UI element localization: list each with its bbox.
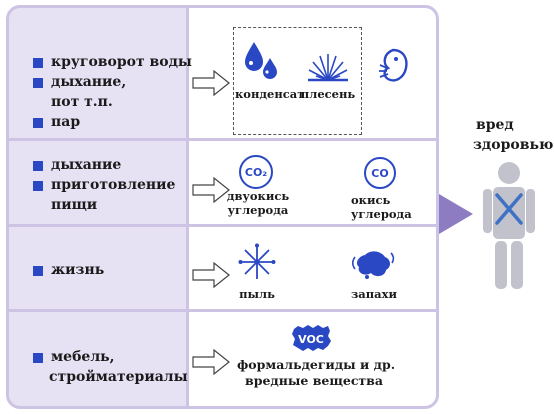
- health-harm-label: вред здоровью: [473, 117, 554, 153]
- row-materials: мебель, стройматериалы VOC формальдегиды…: [9, 312, 436, 406]
- source-item: пар: [51, 114, 81, 130]
- moisture-group-outline: [233, 27, 362, 135]
- bullet-marker: [33, 118, 43, 128]
- voc-icon: VOC: [292, 325, 331, 351]
- co2-label: CO₂: [244, 165, 268, 179]
- icon-caption: окись углерода: [351, 193, 412, 221]
- icon-caption: плесень: [300, 87, 356, 101]
- mold-icon: [308, 54, 348, 82]
- bullet-marker: [33, 266, 43, 276]
- bullet-marker: [33, 181, 43, 191]
- icon-caption: формальдегиды и др. вредные вещества: [237, 357, 396, 388]
- co-icon: CO: [364, 157, 396, 189]
- icon-caption: конденсат: [235, 87, 305, 101]
- dust-mite-icon: [379, 48, 408, 82]
- arrow-right-icon: [192, 70, 230, 96]
- source-item: круговорот воды: [51, 54, 192, 70]
- co2-icon: CO₂: [239, 155, 273, 189]
- person-icon: [483, 162, 535, 289]
- source-item: мебель,: [51, 349, 115, 365]
- arrow-right-icon: [192, 262, 230, 288]
- sources-panel: круговорот воды дыхание, пот т.п. пар ко…: [6, 5, 439, 409]
- source-item: жизнь: [51, 262, 105, 278]
- source-item: стройматериалы: [49, 369, 188, 385]
- source-item: пот т.п.: [51, 94, 113, 110]
- source-item: приготовление: [51, 177, 176, 193]
- row-living: жизнь пыль запахи: [9, 227, 436, 309]
- big-arrow-right-icon: [439, 194, 473, 234]
- co-label: CO: [371, 166, 389, 180]
- row-moisture: круговорот воды дыхание, пот т.п. пар ко…: [9, 8, 436, 138]
- source-item: пищи: [51, 197, 98, 213]
- cross-icon: [495, 193, 523, 225]
- arrow-right-icon: [192, 177, 230, 203]
- source-item: дыхание,: [51, 74, 127, 90]
- icon-caption: пыль: [239, 287, 275, 301]
- bullet-marker: [33, 161, 43, 171]
- odor-icon: [351, 251, 395, 279]
- bullet-marker: [33, 353, 43, 363]
- icon-caption: двуокись углерода: [226, 189, 290, 217]
- source-item: дыхание: [51, 157, 122, 173]
- row-combustion: дыхание приготовление пищи CO₂ двуокись …: [9, 141, 436, 224]
- arrow-right-icon: [192, 349, 230, 375]
- water-drops-icon: [245, 42, 277, 79]
- bullet-marker: [33, 58, 43, 68]
- voc-label: VOC: [298, 333, 324, 346]
- dust-icon: [238, 243, 276, 279]
- bullet-marker: [33, 78, 43, 88]
- icon-caption: запахи: [350, 287, 398, 301]
